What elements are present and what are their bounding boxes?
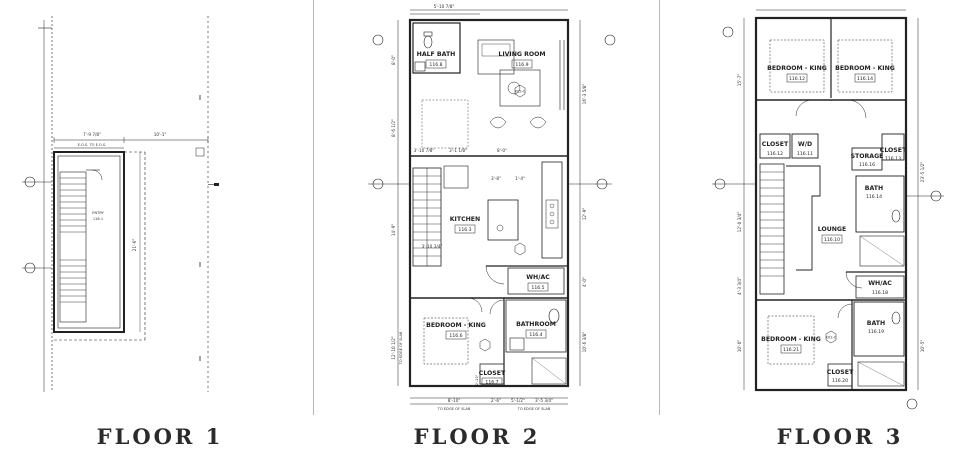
floor3-keynote: K02-C <box>826 336 837 340</box>
floor2-dim-slab-side: TO EDGE OF SLAB <box>399 331 403 365</box>
floor2-dim-mid-b: 3'-1 1/8" <box>449 148 467 153</box>
floor3-room-closet-2: CLOSET <box>880 147 907 154</box>
floor1-room-entry-tag: 116.1 <box>93 217 103 221</box>
floor2-dim-bot-a: 8'-10" <box>448 398 461 403</box>
floor3-tag-wd: 116.11 <box>797 151 813 157</box>
floor2-dim-k-b: 1'-4" <box>515 176 525 181</box>
floor2-tag-half-bath: 116.8 <box>429 62 442 68</box>
floor3-room-bedroom-3: BEDROOM - KING <box>761 336 821 343</box>
floor2-dim-mid-a: 3'-10 7/8" <box>414 148 435 153</box>
floor2-room-bedroom: BEDROOM - KING <box>426 322 486 329</box>
floor3-tag-bedroom-1: 116.12 <box>789 76 805 82</box>
floor2-dim-k-a: 3'-8" <box>491 176 501 181</box>
floor2-dim-left-a: 8'-0" <box>391 55 396 65</box>
floor3-tag-bedroom-3: 116.21 <box>783 347 799 353</box>
floor1-dim-top-a: 7'-9 7/8" <box>83 132 101 137</box>
floor2-dim-bot-e: 2'-10" <box>475 374 479 385</box>
floor2-dim-left-b: 8'-6 1/2" <box>391 119 396 137</box>
floor2-room-kitchen: KITCHEN <box>450 216 480 223</box>
floor3-tag-bedroom-2: 116.14 <box>857 76 873 82</box>
floor2-dim-left-c: 14'-9" <box>391 224 396 237</box>
floor3-tag-bath-1: 116.14 <box>866 194 882 200</box>
floor2-dim-right-b: 12'-9" <box>582 208 587 221</box>
floor2-dim-bot-b: 2'-6" <box>491 398 501 403</box>
floor2-room-whac: WH/AC <box>526 274 550 281</box>
floor3-room-lounge: LOUNGE <box>818 226 847 233</box>
floor2-dim-k-c: 3'-10 3/4" <box>422 244 443 249</box>
floor3-dim-right-a: 23'-5 1/2" <box>920 162 925 183</box>
floor2-room-closet: CLOSET <box>479 370 506 377</box>
floor3-room-bedroom-1: BEDROOM - KING <box>767 65 827 72</box>
floor3-dim-left-c: 4'-3 3/4" <box>737 277 742 295</box>
floor3-tag-closet-3: 116.20 <box>832 378 848 384</box>
floor1-dim-top-b: 10'-1" <box>154 132 167 137</box>
floor3-room-whac: WH/AC <box>868 280 892 287</box>
floor3-room-closet-3: CLOSET <box>827 369 854 376</box>
floor2-plan: 5'-10 7/8" 8'-0" 8'-6 1/2" 14'-9" 12'-10… <box>368 4 616 411</box>
floor3-tag-whac: 116.18 <box>872 290 888 296</box>
floor3-room-bedroom-2: BEDROOM - KING <box>835 65 895 72</box>
floor2-dim-slab-a: TO EDGE OF SLAB <box>437 407 471 411</box>
floor2-dim-right-c: 4'-0" <box>582 277 587 287</box>
floor2-room-bathroom: BATHROOM <box>516 321 556 328</box>
floor1-dim-eos: E.O.S. TO E.O.S. <box>78 143 107 147</box>
floor3-dim-left-a: 15'-7" <box>737 74 742 87</box>
floor2-room-half-bath: HALF BATH <box>417 51 456 58</box>
floor2-dim-left-d: 12'-10 1/2" <box>391 336 396 359</box>
floor3-tag-bath-2: 116.19 <box>868 329 884 335</box>
floor2-tag-closet: 116.7 <box>485 380 498 386</box>
floor1-room-entry: ENTRY <box>92 211 104 215</box>
floor3-tag-closet-2: 116.13 <box>885 156 901 162</box>
floor3-title: FLOOR 3 <box>776 424 904 449</box>
panel-divider-2 <box>659 0 660 415</box>
floor2-tag-living: 116.9 <box>515 62 528 68</box>
floor2-dim-slab-b: TO EDGE OF SLAB <box>517 407 551 411</box>
floor2-tag-bedroom: 116.6 <box>449 333 462 339</box>
floor2-dim-right-d: 10'-6 3/8" <box>582 332 587 353</box>
floor2-dim-mid-c: 8'-0" <box>497 148 507 153</box>
floor2-title: FLOOR 2 <box>413 424 541 449</box>
floor2-dim-bot-c: 5'-1/2" <box>511 398 525 403</box>
floor1-plan: 7'-9 7/8" 10'-1" E.O.S. TO E.O.S. 21'-6"… <box>22 16 219 392</box>
floor2-tag-bathroom: 116.4 <box>529 332 542 338</box>
floor3-room-bath-1: BATH <box>865 185 883 192</box>
floor3-room-bath-2: BATH <box>867 320 885 327</box>
floor3-tag-storage: 116.16 <box>859 162 875 168</box>
floor3-room-storage: STORAGE <box>851 153 884 160</box>
floor3-dim-left-b: 12'-0 3/4" <box>737 212 742 233</box>
floor3-dim-left-d: 10'-0" <box>737 340 742 353</box>
floor2-dim-bot-d: 3'-5 3/4" <box>535 398 553 403</box>
floor3-tag-lounge: 116.10 <box>824 237 840 243</box>
floor2-tag-whac: 116.5 <box>531 285 544 291</box>
floor3-plan: 15'-7" 12'-0 3/4" 4'-3 3/4" 10'-0" 23'-5… <box>712 9 944 410</box>
floor2-dim-top: 5'-10 7/8" <box>434 4 455 9</box>
floor3-room-wd: W/D <box>798 141 812 148</box>
panel-divider-1 <box>313 0 314 415</box>
floor1-dim-side: 21'-6" <box>132 239 137 252</box>
floor1-title: FLOOR 1 <box>96 424 224 449</box>
floor2-room-living: LIVING ROOM <box>498 51 545 58</box>
floor2-keynote: K02-C <box>515 90 526 94</box>
floor3-tag-closet-1: 116.12 <box>767 151 783 157</box>
floor3-dim-right-b: 10'-5" <box>920 340 925 353</box>
floor2-tag-kitchen: 116.3 <box>458 227 471 233</box>
floor2-dim-right-a: 16'-3 5/8" <box>582 84 587 105</box>
floor3-room-closet-1: CLOSET <box>762 141 789 148</box>
